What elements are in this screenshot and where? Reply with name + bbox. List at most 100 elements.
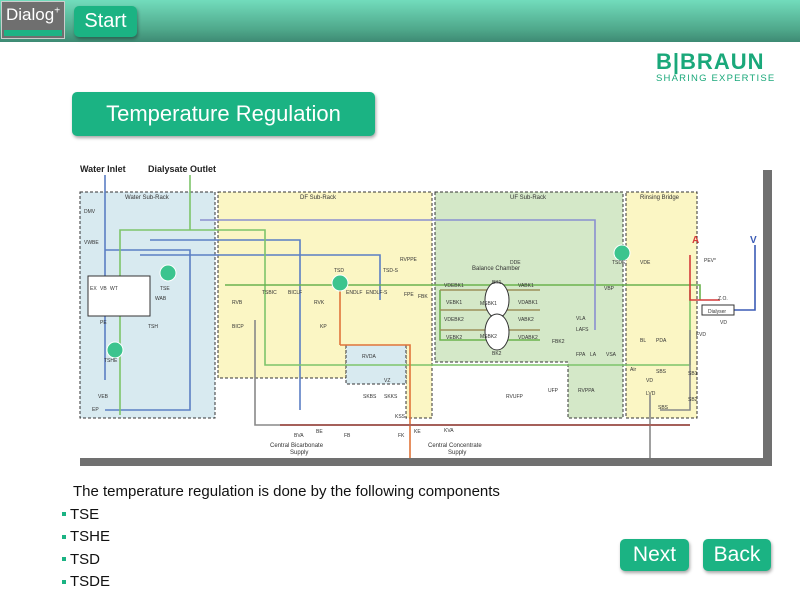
component-label: TSBIC: [262, 290, 277, 296]
component-label: VEB: [98, 394, 109, 400]
venous-line: [730, 245, 756, 311]
component-label: WAB: [155, 296, 167, 302]
component-label: PEV*: [704, 258, 716, 264]
central-concentrate-label: Central Concentrate: [428, 443, 482, 449]
component-label: VDABK2: [518, 335, 538, 341]
component-label: FBK: [418, 294, 428, 300]
component-label: TSD: [334, 268, 344, 274]
component-label: KSS: [395, 414, 406, 420]
bullet-icon: [62, 579, 66, 584]
bullet-icon: [62, 534, 66, 539]
component-label: VABK1: [518, 283, 534, 289]
component-label: FPA: [576, 352, 586, 358]
start-button[interactable]: Start: [74, 6, 137, 37]
component-label: RVPPE: [400, 257, 418, 263]
component-label: VABK2: [518, 317, 534, 323]
brand-tagline: SHARING EXPERTISE: [656, 73, 776, 84]
component-list: TSE TSHE TSD TSDE: [62, 503, 110, 593]
rinsing-bridge-label: Rinsing Bridge: [640, 195, 680, 201]
component-label: VDE: [640, 260, 651, 266]
brand-name: B|BRAUN: [656, 49, 765, 74]
tshe-sensor-icon: [106, 341, 124, 359]
rinsing-bridge: [625, 191, 698, 419]
component-label: Dialyser: [708, 309, 726, 315]
component-label: PE: [100, 320, 107, 326]
component-label: EX: [90, 286, 97, 292]
arterial-line: [689, 255, 720, 301]
component-label: Air: [630, 367, 636, 373]
balance-chamber-1: [484, 281, 510, 319]
water-inlet-label: Water Inlet: [80, 164, 126, 174]
logo-text: Dialog: [6, 5, 55, 24]
component-label: PDA: [656, 338, 667, 344]
component-label: Z.O.: [718, 296, 728, 302]
component-label: VEBK1: [446, 300, 462, 306]
component-label: BK2: [492, 351, 502, 357]
component-label: UFP: [548, 388, 559, 394]
logo-sup: +: [54, 5, 61, 17]
page-title: Temperature Regulation: [72, 92, 375, 136]
component-label: VWBE: [84, 240, 99, 246]
balance-chamber-label: Balance Chamber: [472, 266, 520, 272]
next-button[interactable]: Next: [620, 539, 689, 571]
component-label: FBK2: [552, 339, 565, 345]
balance-chamber-2: [484, 313, 510, 351]
component-label: WT: [110, 286, 118, 292]
component-label: SBS: [658, 405, 669, 411]
tsd-sensor-icon: [331, 274, 349, 292]
component-item: TSD: [62, 548, 110, 571]
dialysate-outlet-label: Dialysate Outlet: [148, 164, 216, 174]
component-label: VDEBK2: [444, 317, 464, 323]
central-bicarbonate-label-2: Supply: [290, 450, 308, 456]
component-label: ENDLF-S: [366, 290, 388, 296]
component-label: TSH: [148, 324, 158, 330]
component-label: RVDA: [362, 354, 376, 360]
component-label: FVD: [696, 332, 706, 338]
component-label: VSA: [606, 352, 617, 358]
component-label: MSBK2: [480, 334, 497, 340]
component-label: VB: [100, 286, 107, 292]
component-label: BICLF: [288, 290, 302, 296]
component-label: TSE: [160, 286, 170, 292]
component-label: KP: [320, 324, 327, 330]
component-label: VEBK2: [446, 335, 462, 341]
purple-line: [200, 219, 596, 330]
component-label: LAFS: [576, 327, 589, 333]
component-label: SKKS: [384, 394, 398, 400]
component-label: DMV: [84, 209, 96, 215]
component-label: BL: [640, 338, 646, 344]
component-item: TSDE: [62, 571, 110, 594]
component-item: TSE: [62, 503, 110, 526]
frame-shadow-right: [762, 170, 772, 466]
component-label: BE: [316, 429, 323, 435]
component-label: DDE: [510, 260, 521, 266]
component-label: TSDE: [612, 260, 626, 266]
component-label: VDABK1: [518, 300, 538, 306]
dialyser-icon: [701, 304, 735, 316]
component-label: TSD-S: [383, 268, 399, 274]
df-sub-rack-label: DF Sub-Rack: [300, 195, 337, 201]
component-label: EP: [92, 407, 99, 413]
component-label: LA: [590, 352, 597, 358]
tsde-sensor-icon: [613, 244, 631, 262]
component-label: LVD: [646, 391, 656, 397]
component-label: RVB: [232, 300, 243, 306]
bullet-icon: [62, 512, 66, 517]
dialog-plus-logo: Dialog+: [1, 1, 65, 39]
logo-strip: [4, 30, 62, 36]
component-label: FK: [398, 433, 405, 439]
description-text: The temperature regulation is done by th…: [73, 483, 500, 500]
component-label: VD: [646, 378, 653, 384]
bullet-icon: [62, 557, 66, 562]
component-label: SB1: [688, 371, 698, 377]
component-label: SKBS: [363, 394, 377, 400]
component-item: TSHE: [62, 526, 110, 549]
component-label: SB2: [688, 397, 698, 403]
central-concentrate-label-2: Supply: [448, 450, 466, 456]
venous-label: V: [750, 235, 757, 246]
back-button[interactable]: Back: [703, 539, 771, 571]
component-label: SBS: [656, 369, 667, 375]
component-label: MSBK1: [480, 301, 497, 307]
water-sub-rack-label: Water Sub-Rack: [125, 195, 170, 201]
